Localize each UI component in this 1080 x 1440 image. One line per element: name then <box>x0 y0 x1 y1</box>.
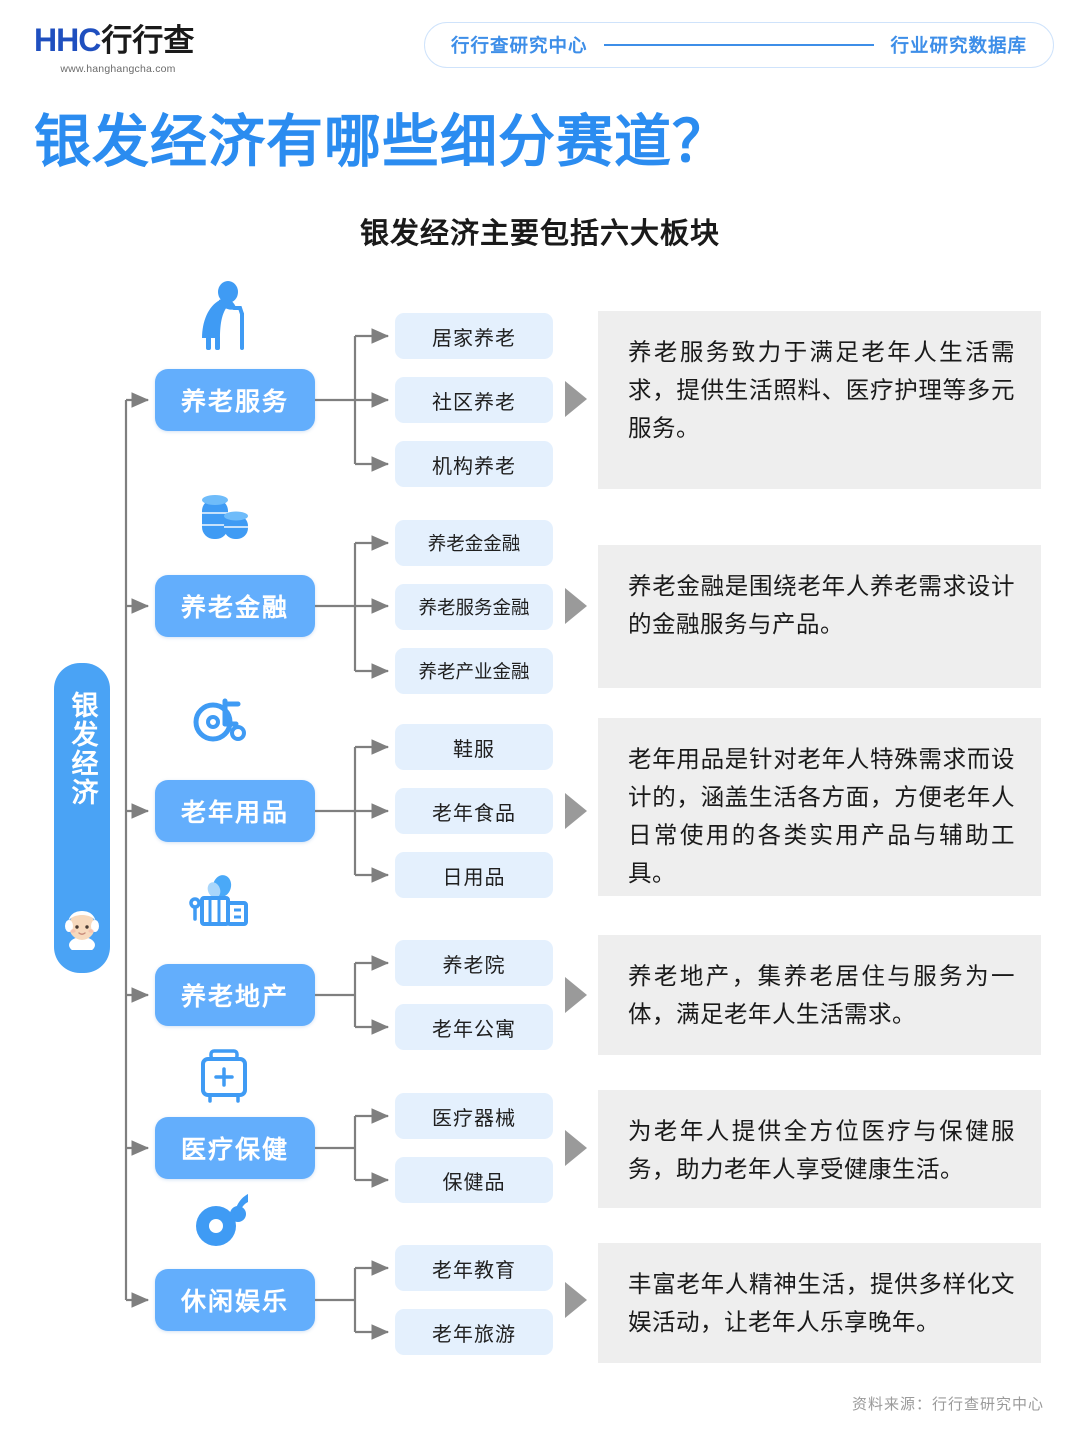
elderly-woman-avatar-icon <box>60 904 104 955</box>
sub-item-label: 老年教育 <box>432 1259 516 1282</box>
description-box-6: 丰富老年人精神生活，提供多样化文娱活动，让老年人乐享晚年。 <box>598 1243 1041 1363</box>
category-label: 休闲娱乐 <box>180 1288 289 1316</box>
sub-item-label: 医疗器械 <box>432 1107 516 1130</box>
sub-item-label: 社区养老 <box>432 391 516 414</box>
medical-kit-icon <box>186 1045 264 1123</box>
description-text: 为老年人提供全方位医疗与保健服务，助力老年人享受健康生活。 <box>628 1118 1015 1183</box>
music-headphone-icon <box>186 1190 264 1268</box>
sub-item-label: 老年旅游 <box>432 1323 516 1346</box>
sub-item-box[interactable]: 日用品 <box>395 852 553 898</box>
brand-logo: HHC 行行查 www.hanghangcha.com <box>34 24 214 75</box>
description-box-4: 养老地产，集养老居住与服务为一体，满足老年人生活需求。 <box>598 935 1041 1055</box>
category-label: 养老服务 <box>180 388 289 416</box>
category-label: 养老金融 <box>180 594 289 622</box>
category-box-yiliao-baojian[interactable]: 医疗保健 <box>155 1117 315 1179</box>
coins-stack-icon <box>186 487 264 565</box>
logo-url-text: www.hanghangcha.com <box>60 63 176 75</box>
sub-item-label: 养老金金融 <box>427 533 521 554</box>
logo-wordmark: HHC 行行查 <box>34 24 214 56</box>
page-header: HHC 行行查 www.hanghangcha.com 行行查研究中心 行业研究… <box>0 0 1080 92</box>
category-box-yanglao-dichan[interactable]: 养老地产 <box>155 964 315 1026</box>
sub-item-box[interactable]: 养老金金融 <box>395 520 553 566</box>
root-node-label: 银发经济 <box>67 691 98 807</box>
category-label: 老年用品 <box>180 799 289 827</box>
sub-item-box[interactable]: 养老产业金融 <box>395 648 553 694</box>
sub-item-box[interactable]: 老年旅游 <box>395 1309 553 1355</box>
description-box-2: 养老金融是围绕老年人养老需求设计的金融服务与产品。 <box>598 545 1041 688</box>
sub-item-label: 老年食品 <box>432 802 516 825</box>
sub-item-label: 养老院 <box>442 954 506 977</box>
description-box-5: 为老年人提供全方位医疗与保健服务，助力老年人享受健康生活。 <box>598 1090 1041 1208</box>
sub-item-box[interactable]: 老年食品 <box>395 788 553 834</box>
category-box-yanglao-jinrong[interactable]: 养老金融 <box>155 575 315 637</box>
wheelchair-icon <box>186 688 264 766</box>
sub-item-box[interactable]: 医疗器械 <box>395 1093 553 1139</box>
sub-item-box[interactable]: 鞋服 <box>395 724 553 770</box>
sub-item-label: 养老服务金融 <box>418 597 530 618</box>
page-subtitle: 银发经济主要包括六大板块 <box>359 218 720 250</box>
category-box-xiuxian-yule[interactable]: 休闲娱乐 <box>155 1269 315 1331</box>
sub-item-label: 居家养老 <box>432 327 516 350</box>
category-box-laonian-yongpin[interactable]: 老年用品 <box>155 780 315 842</box>
sub-item-box[interactable]: 养老服务金融 <box>395 584 553 630</box>
sub-item-box[interactable]: 居家养老 <box>395 313 553 359</box>
description-text: 养老地产，集养老居住与服务为一体，满足老年人生活需求。 <box>628 963 1015 1028</box>
description-box-1: 养老服务致力于满足老年人生活需求，提供生活照料、医疗护理等多元服务。 <box>598 311 1041 489</box>
sub-item-box[interactable]: 老年教育 <box>395 1245 553 1291</box>
logo-mark-text: HHC <box>34 22 101 58</box>
category-label: 医疗保健 <box>180 1136 289 1164</box>
description-text: 老年用品是针对老年人特殊需求而设计的，涵盖生活各方面，方便老年人日常使用的各类实… <box>628 746 1015 887</box>
page-title: 银发经济有哪些细分赛道？ <box>34 110 730 174</box>
sub-item-label: 老年公寓 <box>432 1018 516 1041</box>
badge-left-label: 行行查研究中心 <box>451 35 588 56</box>
source-footer: 资料来源：行行查研究中心 <box>851 1396 1044 1413</box>
sub-item-box[interactable]: 养老院 <box>395 940 553 986</box>
sub-item-box[interactable]: 社区养老 <box>395 377 553 423</box>
sub-item-box[interactable]: 老年公寓 <box>395 1004 553 1050</box>
category-box-yanglao-fuwu[interactable]: 养老服务 <box>155 369 315 431</box>
description-text: 养老服务致力于满足老年人生活需求，提供生活照料、医疗护理等多元服务。 <box>628 339 1015 442</box>
sub-item-label: 日用品 <box>442 866 506 889</box>
sub-item-label: 保健品 <box>442 1171 506 1194</box>
category-label: 养老地产 <box>180 983 289 1011</box>
badge-right-label: 行业研究数据库 <box>890 35 1027 56</box>
sub-item-box[interactable]: 保健品 <box>395 1157 553 1203</box>
research-badge: 行行查研究中心 行业研究数据库 <box>424 22 1054 68</box>
description-text: 养老金融是围绕老年人养老需求设计的金融服务与产品。 <box>628 573 1015 638</box>
sub-item-label: 养老产业金融 <box>418 661 530 682</box>
badge-divider-line <box>603 44 875 46</box>
sub-item-label: 鞋服 <box>453 738 495 761</box>
sub-item-label: 机构养老 <box>432 455 516 478</box>
elderly-person-with-cane-icon <box>186 278 264 356</box>
logo-chinese-text: 行行查 <box>101 23 195 58</box>
description-text: 丰富老年人精神生活，提供多样化文娱活动，让老年人乐享晚年。 <box>628 1271 1015 1336</box>
sub-item-box[interactable]: 机构养老 <box>395 441 553 487</box>
root-node-silver-economy: 银发经济 <box>54 663 110 973</box>
building-icon <box>186 872 264 950</box>
description-box-3: 老年用品是针对老年人特殊需求而设计的，涵盖生活各方面，方便老年人日常使用的各类实… <box>598 718 1041 896</box>
